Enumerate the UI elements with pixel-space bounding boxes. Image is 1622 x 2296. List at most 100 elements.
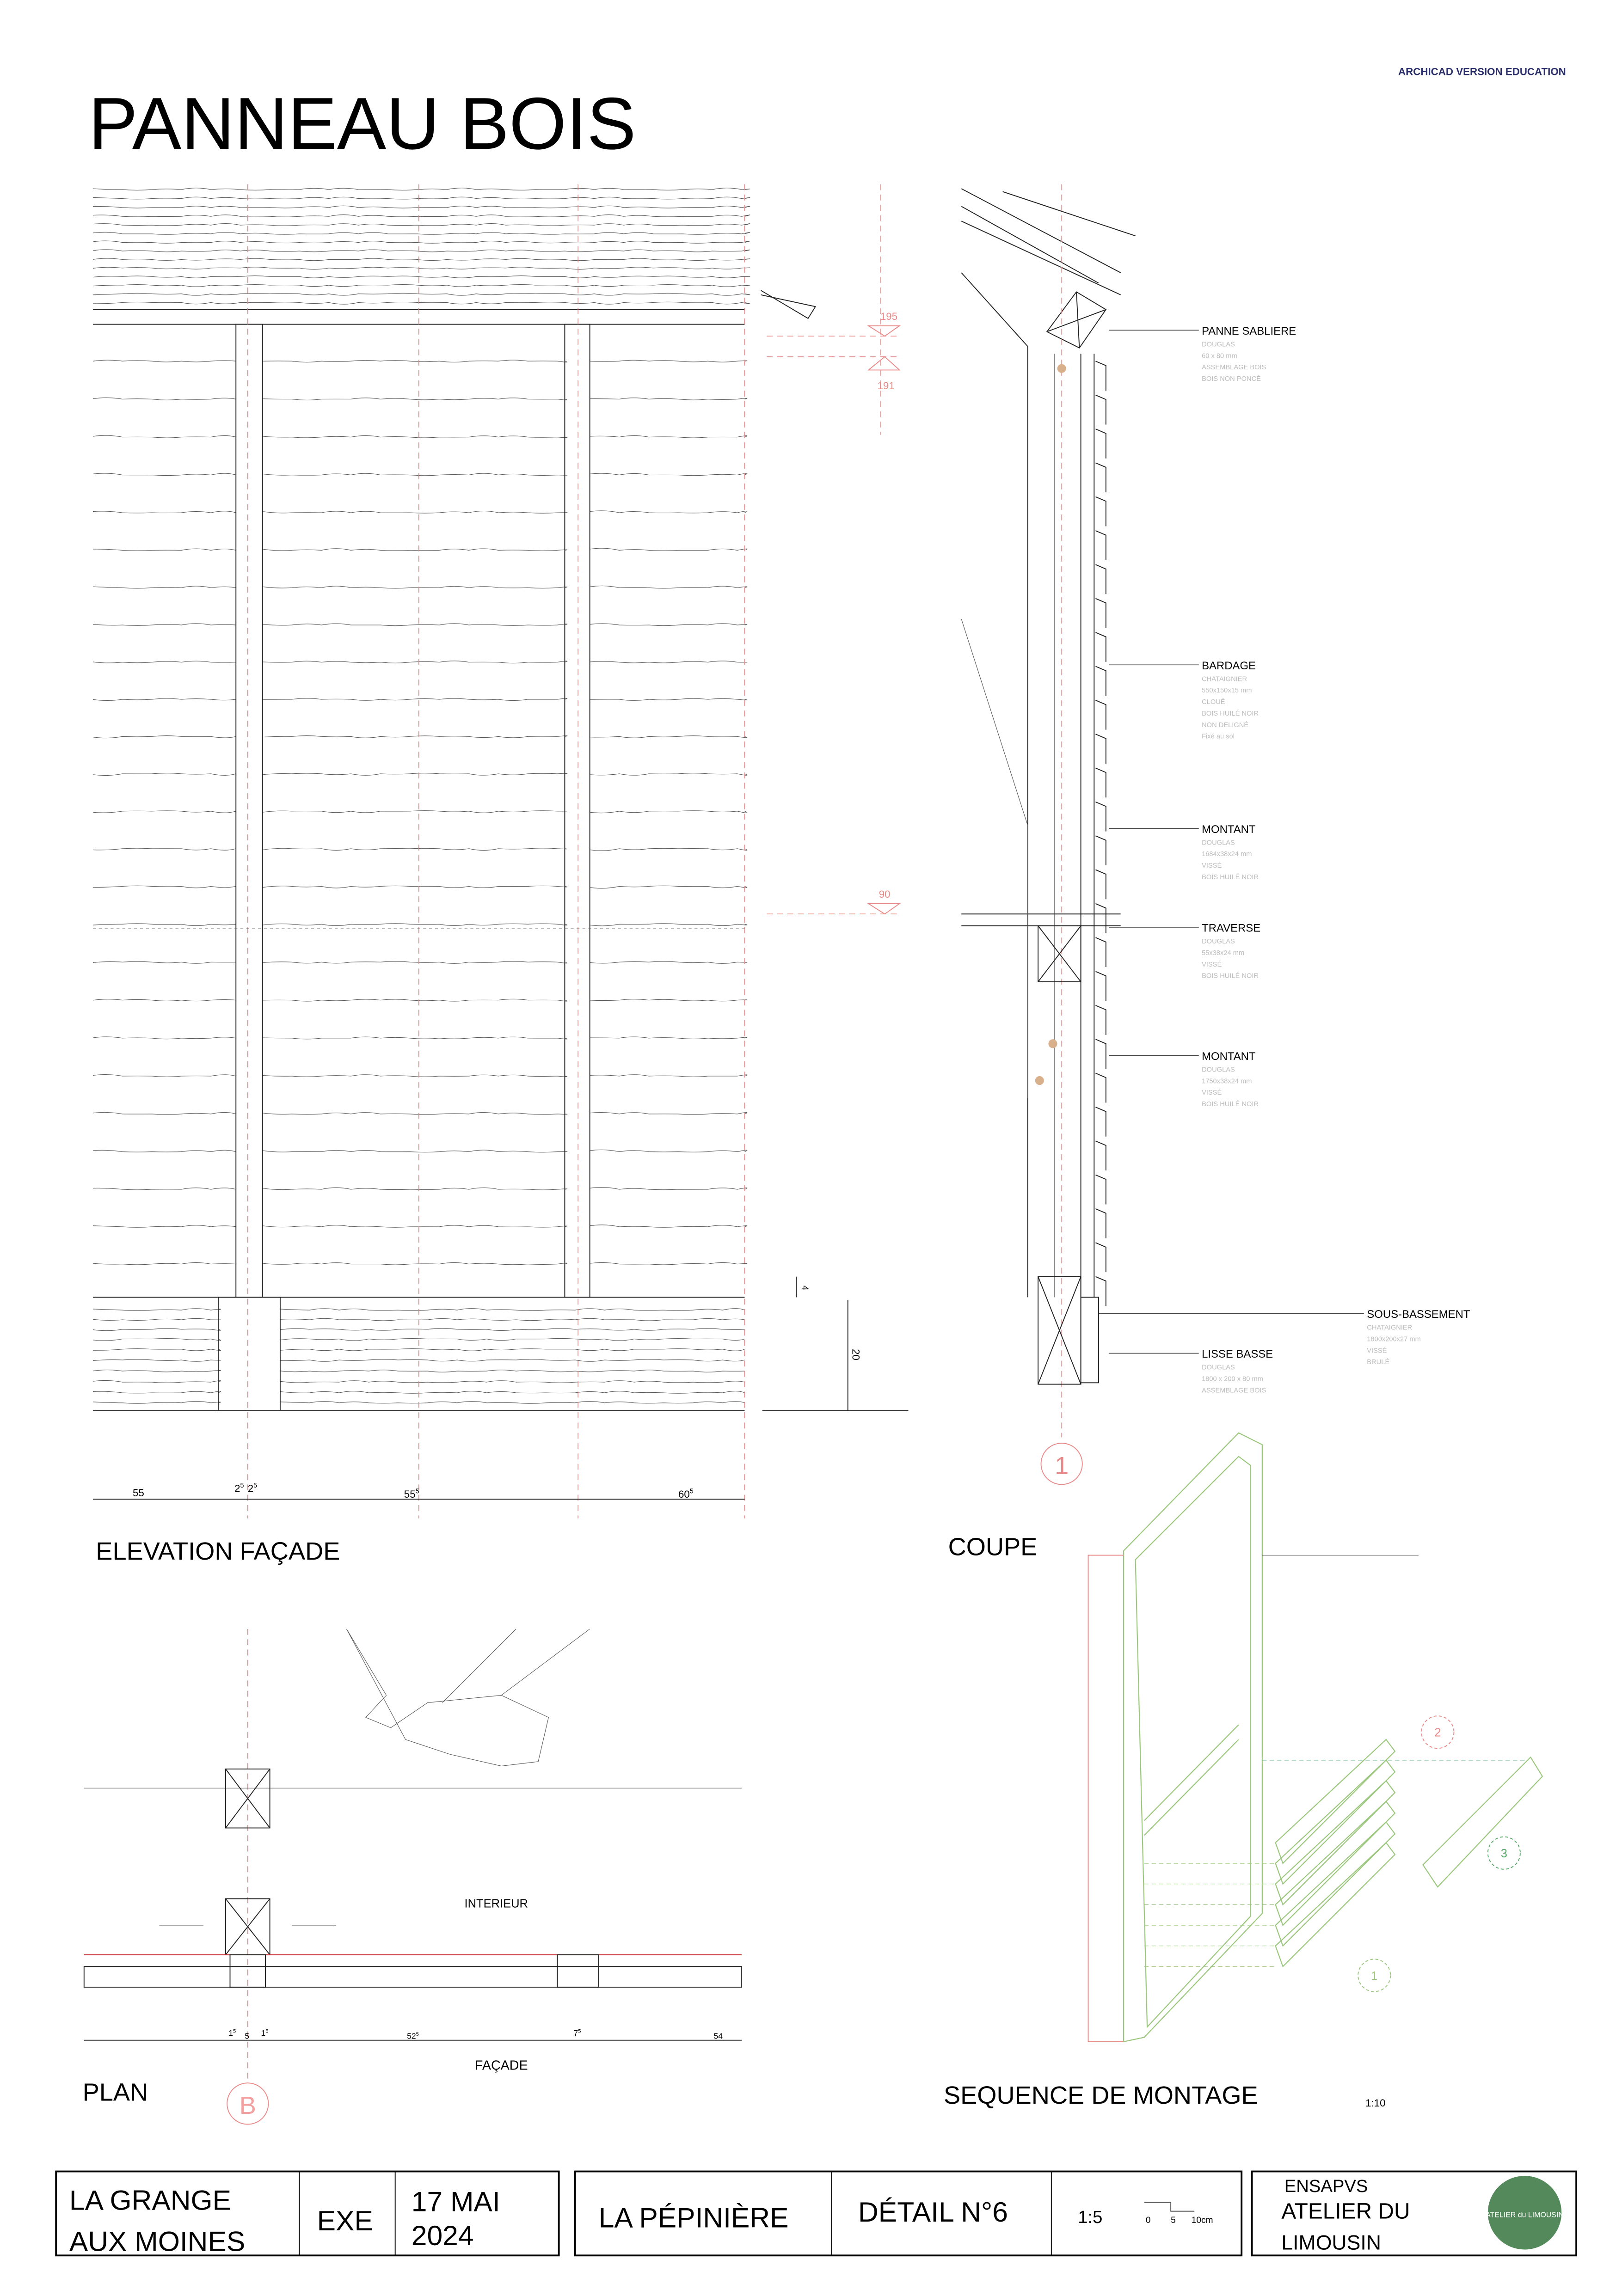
board-line: [92, 810, 236, 813]
base-board-line: [92, 1328, 221, 1331]
cladding-shingle: [1095, 1242, 1106, 1273]
project-name-line2: AUX MOINES: [69, 2226, 245, 2257]
board-line: [590, 1262, 748, 1265]
top-board-line: [92, 258, 750, 261]
cladding-shingle: [1095, 530, 1106, 560]
annotation-detail: Fixé au sol: [1202, 733, 1235, 741]
section-marker: 1: [1055, 1452, 1069, 1480]
board-line: [262, 923, 568, 926]
base-board-line: [280, 1308, 745, 1311]
annotation-detail: BOIS NON PONCÉ: [1202, 375, 1261, 383]
level-top: 195: [880, 311, 897, 322]
board-line: [92, 360, 236, 362]
annotation-detail: DOUGLAS: [1202, 341, 1235, 348]
cladding-shingle: [1095, 1107, 1106, 1137]
board-line: [590, 398, 748, 400]
step-marker-circle: [1487, 1836, 1521, 1870]
top-board-line: [92, 196, 750, 200]
board-line: [590, 473, 748, 476]
base-board-line: [92, 1370, 221, 1372]
board-line: [590, 772, 748, 776]
annotation-detail: CHATAIGNIER: [1202, 675, 1247, 683]
board-line: [92, 885, 236, 888]
annotation-detail: 1800x200x27 mm: [1367, 1335, 1421, 1343]
board-line: [262, 1150, 568, 1153]
base-board-line: [92, 1359, 221, 1362]
board-line: [590, 360, 748, 362]
sequence-scale: 1:10: [1365, 2097, 1385, 2109]
board-line: [92, 397, 236, 400]
base-board-line: [92, 1348, 221, 1351]
cladding-shingle: [1095, 394, 1106, 425]
assembly-sequence-drawing: [1087, 1432, 1543, 2043]
cladding-shingle: [1095, 1005, 1106, 1035]
board-line: [262, 623, 568, 626]
board-line: [262, 885, 568, 888]
board-line: [262, 698, 568, 701]
board-line: [590, 1036, 748, 1040]
annotation-detail: BOIS HUILÉ NOIR: [1202, 873, 1259, 881]
site-name: LA PÉPINIÈRE: [599, 2202, 789, 2234]
base-board-line: [92, 1391, 221, 1394]
cladding-shingle: [1095, 903, 1106, 933]
section-label: COUPE: [948, 1533, 1038, 1561]
cladding-shingle: [1095, 1039, 1106, 1069]
scalebar-label: 0: [1146, 2216, 1151, 2225]
board-line: [590, 1112, 748, 1115]
top-board-line: [92, 267, 750, 270]
annotation-detail: 55x38x24 mm: [1202, 949, 1244, 957]
board-line: [92, 698, 236, 701]
board-line: [92, 1225, 236, 1228]
board-line: [590, 810, 748, 814]
cladding-shingle: [1095, 361, 1106, 391]
section-drawing: [961, 184, 1136, 1438]
cladding-shingle: [1095, 1276, 1106, 1306]
top-board-line: [92, 240, 750, 244]
board-line: [92, 473, 236, 476]
sequence-board: [1275, 1759, 1396, 1885]
board-line: [262, 848, 568, 851]
dim-text: 605: [678, 1488, 694, 1500]
board-line: [92, 1262, 236, 1265]
base-board-line: [92, 1308, 221, 1311]
annotation-title: PANNE SABLIERE: [1202, 325, 1296, 337]
annotation-title: MONTANT: [1202, 823, 1256, 836]
plan-marker-circle: [227, 2082, 269, 2125]
step-marker: 3: [1501, 1847, 1507, 1860]
cladding-shingle: [1095, 767, 1106, 798]
annotation-detail: 550x150x15 mm: [1202, 687, 1252, 694]
annotation-title: LISSE BASSE: [1202, 1348, 1273, 1360]
base-board-line: [92, 1338, 221, 1341]
cladding-shingle: [1095, 869, 1106, 900]
board-line: [92, 998, 236, 1002]
annotation-detail: BRULÉ: [1367, 1358, 1389, 1366]
board-line: [262, 772, 568, 776]
annotation-detail: NON DELIGNÉ: [1202, 721, 1248, 729]
annotation-detail: ASSEMBLAGE BOIS: [1202, 1387, 1266, 1394]
post-left: [235, 324, 263, 1298]
date-line2: 2024: [412, 2220, 474, 2251]
top-board-line: [92, 188, 750, 190]
annotation-detail: CHATAIGNIER: [1367, 1324, 1412, 1332]
top-board-line: [92, 214, 750, 217]
board-line: [262, 548, 568, 551]
board-line: [590, 623, 748, 626]
cladding-shingle: [1095, 937, 1106, 967]
base-board-line: [280, 1390, 745, 1394]
board-line: [92, 1150, 236, 1152]
annotation-detail: BOIS HUILÉ NOIR: [1202, 972, 1259, 980]
sequence-board: [1275, 1821, 1396, 1947]
base-board-line: [280, 1359, 745, 1362]
board-line: [262, 810, 568, 813]
board-line: [590, 735, 748, 738]
elevation-drawing: [92, 184, 750, 1518]
base-board-line: [280, 1348, 745, 1351]
level-mid: 90: [879, 888, 891, 900]
cladding-shingle: [1095, 1174, 1106, 1205]
annotation-detail: VISSÉ: [1202, 1089, 1222, 1096]
cladding-shingle: [1095, 598, 1106, 628]
board-line: [262, 586, 568, 589]
cladding-boards: [92, 188, 750, 1404]
annotation-detail: DOUGLAS: [1202, 1066, 1235, 1073]
phase: EXE: [317, 2205, 373, 2236]
